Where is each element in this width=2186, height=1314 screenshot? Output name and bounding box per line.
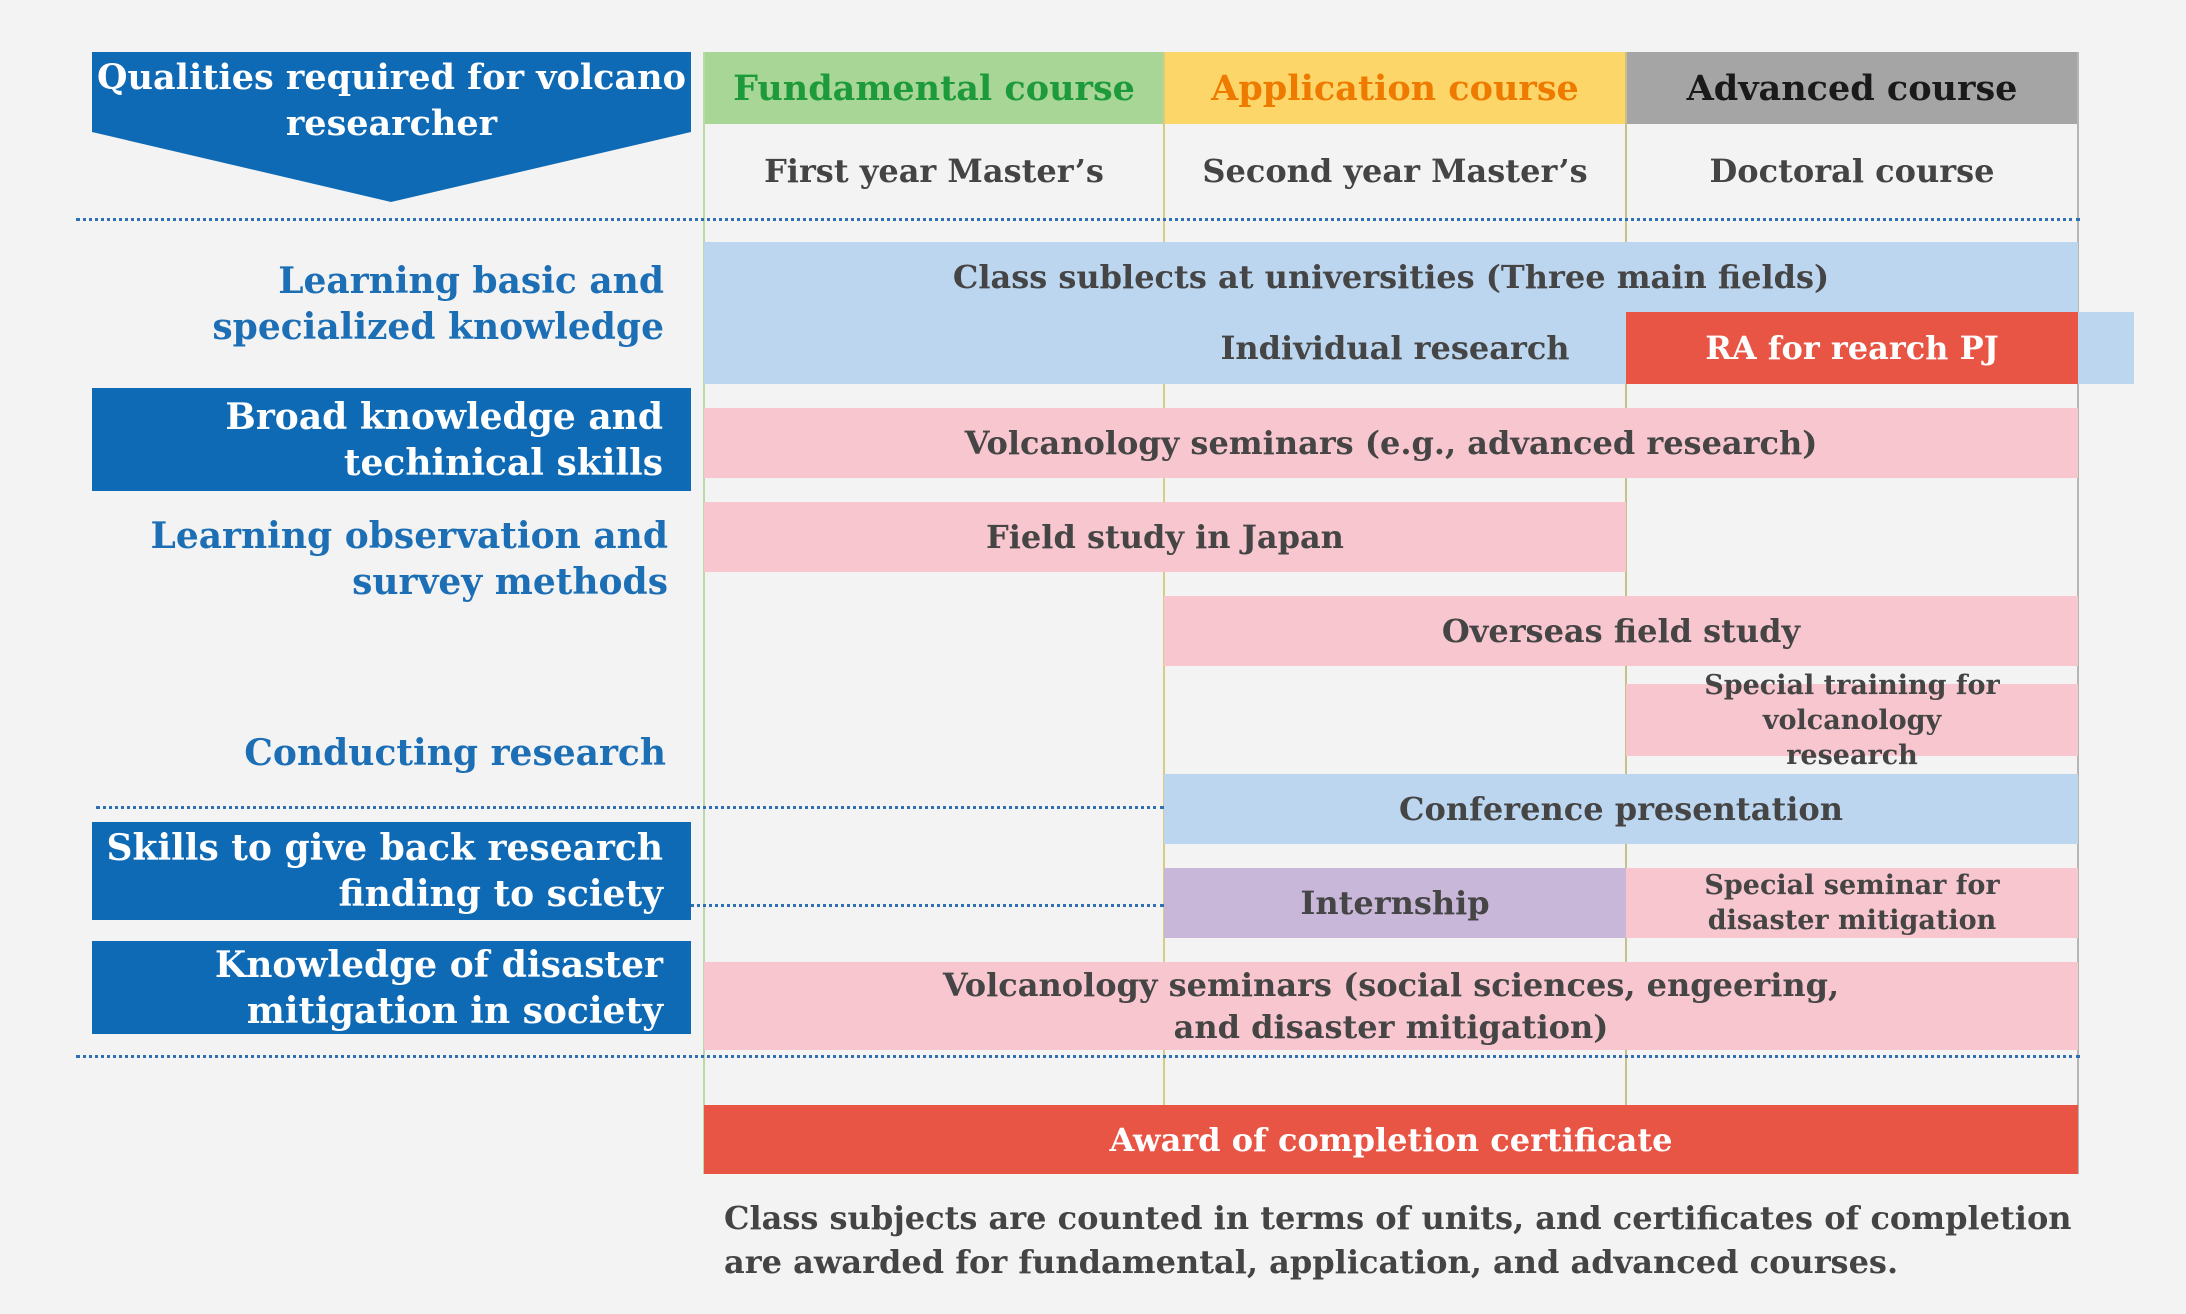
column-divider [2077,52,2079,1174]
award-certificate-bar: Award of completion certificate [704,1105,2078,1174]
advanced-course-header: Advanced course [1626,52,2078,124]
dotted-separator [76,1055,2080,1058]
dotted-separator [96,806,1164,809]
seminars-social-bar: Volcanology seminars (social sciences, e… [704,962,2078,1050]
header-arrow-shape [92,52,691,202]
special-seminar-bar: Special seminar for disaster mitigation [1626,868,2078,938]
dotted-separator [690,904,1164,907]
quality-broad-knowledge: Broad knowledge and techinical skills [92,388,691,491]
seminars-advanced-bar: Volcanology seminars (e.g., advanced res… [704,408,2078,478]
application-course-header: Application course [1164,52,1626,124]
header-title: Qualities required for volcano researche… [97,57,686,144]
column-divider [703,52,705,1174]
class-subjects-bar: Class sublects at universities (Three ma… [704,242,2078,312]
individual-research-label: Individual research [1220,329,1570,367]
dotted-separator [76,218,2080,221]
overseas-field-study-bar: Overseas field study [1164,596,2078,666]
quality-give-back-skills: Skills to give back research finding to … [92,822,691,920]
quality-conducting-research: Conducting research [244,732,666,774]
fundamental-course-header: Fundamental course [704,52,1164,124]
application-course-year: Second year Master’s [1164,124,1626,218]
quality-basic-knowledge: Learning basic and specialized knowledge [212,260,664,348]
field-study-japan-bar: Field study in Japan [704,502,1626,572]
quality-disaster-mitigation: Knowledge of disaster mitigation in soci… [92,941,691,1034]
advanced-course-year: Doctoral course [1626,124,2078,218]
ra-research-pj-bar: RA for rearch PJ [1626,312,2078,384]
quality-observation-methods: Learning observation and survey methods [150,515,669,603]
conference-presentation-bar: Conference presentation [1164,774,2078,844]
special-training-bar: Special training for volcanology researc… [1626,670,2078,771]
fundamental-course-year: First year Master’s [704,124,1164,218]
internship-bar: Internship [1164,868,1626,938]
footnote: Class subjects are counted in terms of u… [724,1199,2072,1281]
